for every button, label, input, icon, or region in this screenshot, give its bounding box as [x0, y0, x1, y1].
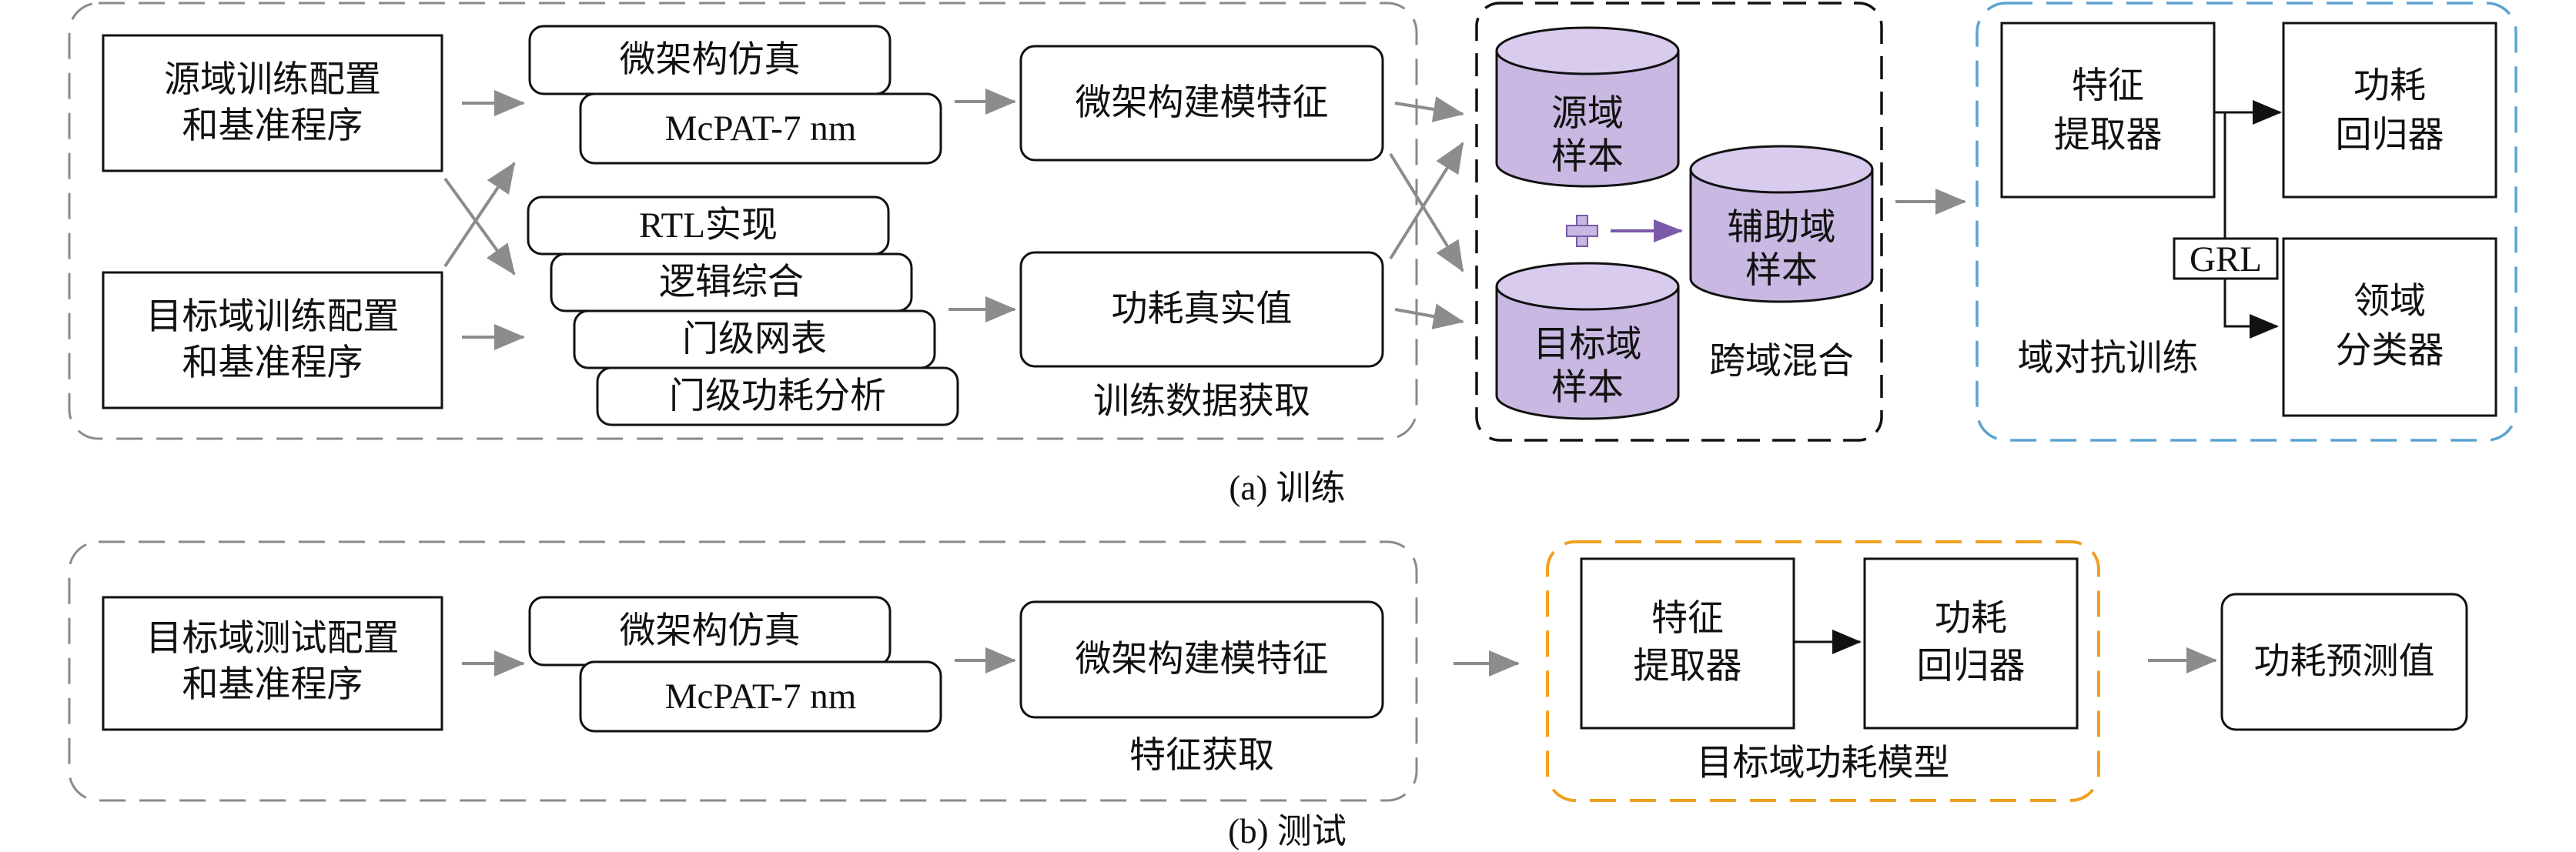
grl-box: GRL — [2173, 237, 2279, 280]
caption-testing: (b) 测试 — [1228, 812, 1347, 850]
arrow-truth-to-source — [1389, 142, 1464, 260]
training-data-group-border — [68, 2, 1418, 440]
target-samples-line2: 样本 — [1551, 368, 1624, 408]
test-power-regressor-box: 功耗 回归器 — [1863, 557, 2079, 730]
grl-label: GRL — [2190, 239, 2262, 279]
test-micro-sim-label: 微架构仿真 — [620, 611, 801, 651]
cross-mix-label: 跨域混合 — [1709, 342, 1854, 382]
target-power-model-border — [1546, 540, 2100, 802]
test-feature-extractor-line2: 提取器 — [1634, 647, 1742, 687]
test-config-line1: 目标域测试配置 — [146, 619, 400, 659]
caption-training: (a) 训练 — [1229, 469, 1345, 507]
test-mcpat-label: McPAT-7 nm — [665, 677, 857, 717]
domain-classifier-line2: 分类器 — [2336, 331, 2444, 371]
micro-sim-box: 微架构仿真 — [528, 25, 892, 95]
arrow-truth-to-target — [1394, 303, 1464, 329]
prediction-label: 功耗预测值 — [2254, 642, 2435, 682]
training-data-label: 训练数据获取 — [1093, 382, 1310, 422]
test-power-regressor-line2: 回归器 — [1917, 647, 2026, 687]
aux-samples-line1: 辅助域 — [1728, 208, 1836, 248]
prediction-box: 功耗预测值 — [2220, 593, 2468, 731]
domain-classifier-box: 领域 分类器 — [2282, 237, 2497, 417]
source-samples-cylinder: 源域 样本 — [1495, 26, 1680, 188]
plus-icon — [1566, 215, 1598, 247]
micro-features-box: 微架构建模特征 — [1019, 45, 1384, 162]
source-config-line1: 源域训练配置 — [164, 60, 381, 100]
target-config-box: 目标域训练配置 和基准程序 — [102, 271, 443, 409]
feature-extractor-line2: 提取器 — [2054, 115, 2163, 155]
power-regressor-line2: 回归器 — [2336, 115, 2444, 155]
mcpat-box: McPAT-7 nm — [579, 92, 942, 165]
test-mcpat-box: McPAT-7 nm — [579, 660, 942, 733]
test-micro-features-label: 微架构建模特征 — [1076, 640, 1329, 680]
gate-power-box: 门级功耗分析 — [596, 366, 959, 426]
rtl-box: RTL实现 — [527, 195, 890, 256]
power-regressor-box: 功耗 回归器 — [2282, 22, 2497, 199]
test-micro-features-box: 微架构建模特征 — [1019, 600, 1384, 719]
test-config-box: 目标域测试配置 和基准程序 — [102, 596, 443, 731]
power-truth-label: 功耗真实值 — [1112, 289, 1293, 329]
gate-netlist-label: 门级网表 — [682, 319, 827, 359]
target-config-line1: 目标域训练配置 — [146, 297, 400, 337]
domain-classifier-line1: 领域 — [2354, 282, 2426, 322]
micro-sim-label: 微架构仿真 — [620, 40, 801, 80]
feature-extractor-box: 特征 提取器 — [2000, 22, 2216, 199]
arrow-extractor-to-classifier — [2223, 112, 2279, 339]
aux-samples-line2: 样本 — [1745, 251, 1818, 291]
power-regressor-line1: 功耗 — [2354, 66, 2426, 106]
logic-synth-box: 逻辑综合 — [550, 252, 913, 312]
gate-power-label: 门级功耗分析 — [669, 376, 886, 416]
arrow-source-cross-to-rtl — [443, 177, 516, 276]
micro-features-label: 微架构建模特征 — [1076, 83, 1329, 123]
source-samples-line1: 源域 — [1551, 94, 1624, 134]
feature-acquisition-group-border — [68, 540, 1418, 802]
test-micro-sim-box: 微架构仿真 — [528, 596, 892, 667]
arrow-features-to-target — [1389, 152, 1464, 272]
target-power-model-label: 目标域功耗模型 — [1697, 743, 1950, 784]
test-power-regressor-line1: 功耗 — [1935, 599, 2007, 639]
gate-netlist-box: 门级网表 — [573, 309, 936, 369]
aux-samples-cylinder: 辅助域 样本 — [1689, 145, 1874, 303]
feature-acquisition-label: 特征获取 — [1129, 736, 1274, 776]
arrow-target-cross-to-sim — [443, 162, 516, 268]
source-samples-line2: 样本 — [1551, 137, 1624, 177]
source-config-line2: 和基准程序 — [182, 106, 363, 146]
test-feature-extractor-line1: 特征 — [1651, 599, 1724, 639]
feature-extractor-line1: 特征 — [2072, 66, 2144, 106]
adv-training-label: 域对抗训练 — [2018, 339, 2199, 379]
rtl-label: RTL实现 — [639, 205, 778, 246]
domain-adversarial-group-border — [1975, 2, 2517, 442]
target-config-line2: 和基准程序 — [182, 343, 363, 383]
power-truth-box: 功耗真实值 — [1019, 251, 1384, 368]
arrow-features-to-source — [1394, 96, 1464, 122]
test-config-line2: 和基准程序 — [182, 665, 363, 705]
target-samples-cylinder: 目标域 样本 — [1495, 262, 1680, 420]
source-config-box: 源域训练配置 和基准程序 — [102, 34, 443, 172]
logic-synth-label: 逻辑综合 — [659, 262, 804, 302]
test-feature-extractor-box: 特征 提取器 — [1580, 557, 1795, 730]
cross-domain-mix-group-border — [1475, 2, 1883, 442]
mcpat-label: McPAT-7 nm — [665, 109, 857, 149]
target-samples-line1: 目标域 — [1534, 325, 1642, 365]
